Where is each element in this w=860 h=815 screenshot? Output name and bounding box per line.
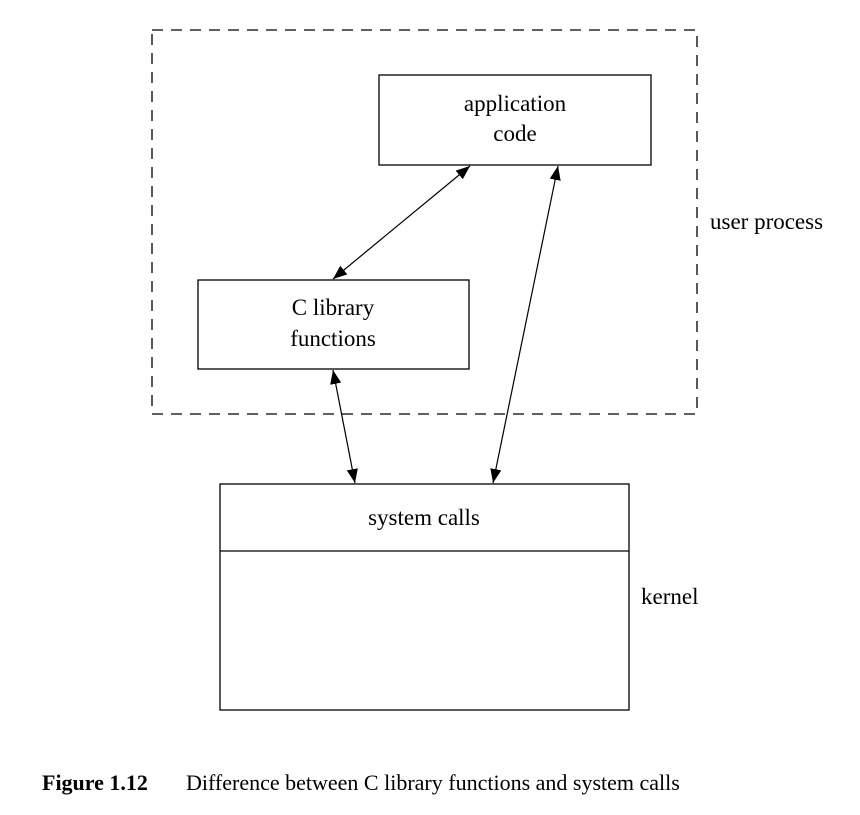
arrow-app-to-clib [332, 165, 471, 280]
system-calls-label: system calls [368, 505, 480, 530]
c-library-functions-box: C library functions [197, 279, 470, 370]
application-code-label-line2: code [493, 121, 536, 146]
kernel-label: kernel [641, 584, 698, 609]
figure-caption-text: Difference between C library functions a… [186, 770, 680, 795]
c-library-label-line1: C library [292, 295, 375, 320]
user-process-boundary [151, 29, 698, 415]
user-process-label: user process [710, 209, 823, 234]
application-code-label-line1: application [464, 91, 567, 116]
kernel-box: system calls [219, 483, 630, 711]
figure-caption: Figure 1.12 Difference between C library… [42, 770, 680, 795]
c-library-label-line2: functions [290, 326, 376, 351]
arrow-clib-to-syscalls [330, 369, 358, 484]
application-code-box: application code [378, 74, 652, 166]
arrow-app-to-syscalls [490, 165, 561, 484]
figure-number: Figure 1.12 [42, 770, 148, 795]
